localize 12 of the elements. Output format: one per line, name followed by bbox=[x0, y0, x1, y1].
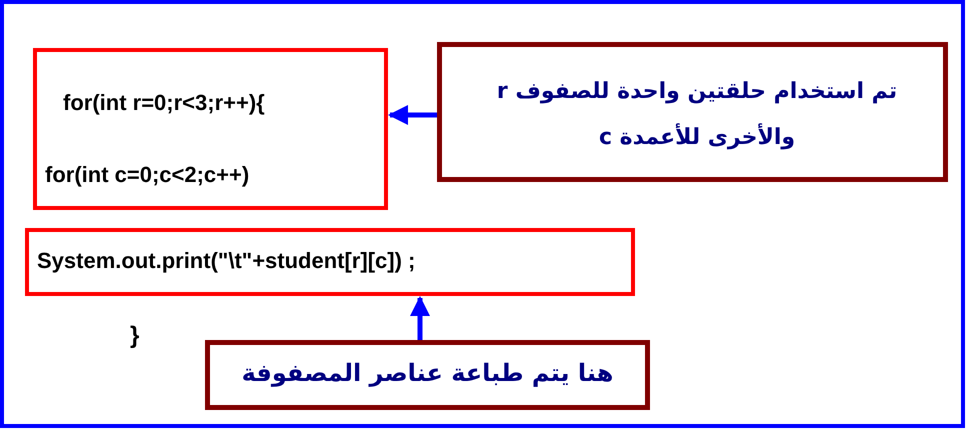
note-box bbox=[205, 340, 650, 410]
note-box bbox=[437, 42, 948, 182]
note-text: تم استخدام حلقتين واحدة للصفوف r والأخرى للأعمدة c bbox=[496, 78, 898, 152]
code-line: for(int c=0;c<2;c++) bbox=[45, 162, 250, 188]
code-line: for(int r=0;r<3;r++){ bbox=[63, 90, 265, 116]
closing-brace: } bbox=[130, 322, 140, 350]
arrow bbox=[410, 296, 430, 340]
note-text: هنا يتم طباعة عناصر المصفوفة bbox=[240, 359, 614, 387]
code-box bbox=[25, 228, 635, 296]
code-box bbox=[33, 48, 388, 210]
arrow bbox=[388, 105, 437, 125]
code-line: System.out.print("\t"+student[r][c]) ; bbox=[37, 248, 416, 274]
